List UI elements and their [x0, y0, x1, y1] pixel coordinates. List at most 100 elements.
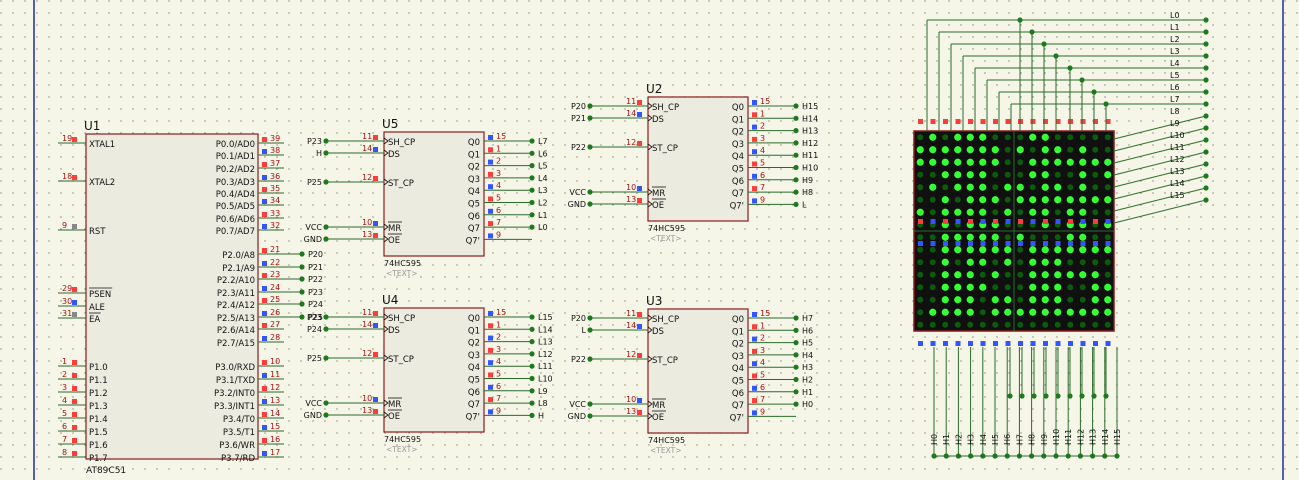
led — [1017, 271, 1024, 278]
mcu-u1[interactable]: U1AT89C5119XTAL118XTAL29RST29PSEN30ALE31… — [58, 119, 323, 476]
row-wire-l8 — [1113, 115, 1207, 140]
led — [1067, 284, 1074, 291]
u1-pin-number: 21 — [270, 245, 280, 254]
u3-pin-marker — [752, 385, 757, 391]
u1-pin-marker — [262, 175, 267, 180]
u4-pin-number: 3 — [496, 345, 501, 354]
led — [929, 284, 936, 291]
shift-register-u5[interactable]: U574HC595<TEXT>P2311SH_CPH14DSP2512ST_CP… — [304, 117, 548, 278]
u3-body — [647, 308, 749, 434]
u1-pin-name: P0.4/AD4 — [216, 190, 255, 200]
led — [1029, 258, 1037, 266]
net-label-l6: L6 — [1170, 83, 1180, 92]
u5-pin-sh_cp: SH_CP — [388, 138, 415, 148]
u1-pin-name-p13: P1.3 — [89, 402, 108, 412]
u4-input-dot — [323, 400, 329, 406]
u1-pin-name: P0.2/AD2 — [216, 165, 255, 175]
u4-output-dot — [529, 339, 535, 345]
led — [929, 171, 936, 178]
u4-output-dot — [529, 400, 535, 406]
net-label-l: L — [802, 200, 807, 209]
led — [1029, 184, 1036, 191]
u4-pin-number: 4 — [496, 357, 501, 366]
shift-register-u3[interactable]: U374HC595<TEXT>P2011SH_CPL14DSP2212ST_CP… — [568, 294, 813, 455]
led — [929, 158, 937, 166]
u2-text-placeholder: <TEXT> — [650, 234, 681, 243]
u4-pin-number: 6 — [496, 382, 501, 391]
u4-pin-oe: OE — [388, 412, 400, 422]
u5-pin-oe: OE — [388, 236, 400, 246]
matrix-bottom-pin — [1068, 341, 1073, 346]
led — [941, 146, 949, 154]
led — [1054, 209, 1061, 216]
net-label-h5: H5 — [802, 339, 813, 348]
matrix-mid-pin — [943, 241, 948, 246]
net-label-h1: H1 — [942, 434, 951, 445]
u4-output-dot — [529, 388, 535, 394]
u1-pin-marker — [262, 412, 267, 417]
net-label-h: H — [316, 149, 322, 158]
u1-pin-number: 37 — [270, 159, 280, 168]
led — [991, 196, 999, 204]
net-label-h9: H9 — [1040, 434, 1049, 445]
led — [1067, 146, 1074, 153]
net-label-l14: L14 — [538, 325, 553, 334]
led-matrix-16x16[interactable]: L0L1L2L3L4L5L6L7L8L9L10L11L12L13L14L15H0… — [913, 11, 1209, 459]
u1-pin-marker — [262, 438, 267, 443]
u1-pin-name: P0.0/AD0 — [216, 140, 255, 150]
led — [941, 196, 949, 204]
shift-register-u2[interactable]: U274HC595<TEXT>P2011SH_CPP2114DSP2212ST_… — [568, 82, 819, 243]
led — [1016, 196, 1024, 204]
u4-pin-marker — [488, 311, 493, 316]
u4-output-dot — [529, 351, 535, 357]
u1-pin-name: P0.6/AD6 — [216, 215, 255, 225]
clock-marker — [383, 235, 389, 243]
u2-pin-number: 14 — [626, 109, 636, 118]
clock-marker — [647, 326, 653, 334]
shift-register-u4[interactable]: U474HC595<TEXT>P2311SH_CPP2414DSP2512ST_… — [304, 293, 553, 454]
u2-pin-number: 13 — [626, 195, 636, 204]
led — [1004, 246, 1012, 254]
u4-pin-marker — [488, 409, 493, 415]
led — [929, 183, 937, 191]
u4-pin-marker — [373, 397, 378, 402]
u1-pin-marker — [72, 175, 77, 180]
row-wire-l15 — [1113, 199, 1207, 224]
u4-pin-number: 7 — [496, 394, 501, 403]
net-label-l: L — [582, 326, 587, 335]
led — [917, 184, 924, 191]
u5-pin-number: 2 — [496, 157, 501, 166]
led — [929, 133, 937, 141]
led — [1079, 183, 1087, 191]
u1-pin-marker — [262, 248, 267, 253]
row-wire-l12 — [1113, 163, 1207, 188]
u1-pin-marker — [72, 451, 77, 456]
net-label-l3: L3 — [1170, 47, 1180, 56]
led — [1004, 146, 1011, 153]
u5-pin-number: 4 — [496, 181, 501, 190]
u3-input-dot — [587, 401, 593, 407]
led — [1104, 171, 1112, 179]
row-dot — [1203, 149, 1209, 155]
matrix-mid-pin — [1080, 219, 1086, 224]
u2-input-dot — [587, 103, 593, 109]
led — [1079, 296, 1086, 303]
u1-pin-marker — [72, 300, 77, 305]
u1-pin-marker — [262, 286, 267, 291]
u4-body — [383, 307, 485, 433]
led — [1004, 183, 1012, 191]
net-label-l13: L13 — [538, 338, 553, 347]
led — [1016, 233, 1024, 241]
net-label-l9: L9 — [538, 387, 548, 396]
u1-pin-name-p14: P1.4 — [89, 415, 108, 425]
net-label-p21: P21 — [308, 263, 323, 272]
u1-pin-number: 6 — [62, 422, 67, 431]
u3-pin-q1: Q1 — [732, 327, 744, 337]
net-label-h12: H12 — [802, 139, 818, 148]
matrix-bottom-pin — [930, 341, 936, 346]
u1-pin-marker — [72, 373, 77, 378]
net-label-l7: L7 — [1170, 95, 1180, 104]
u3-pin-number: 12 — [626, 350, 636, 359]
u2-pin-marker — [637, 100, 642, 105]
u1-body — [85, 133, 259, 460]
